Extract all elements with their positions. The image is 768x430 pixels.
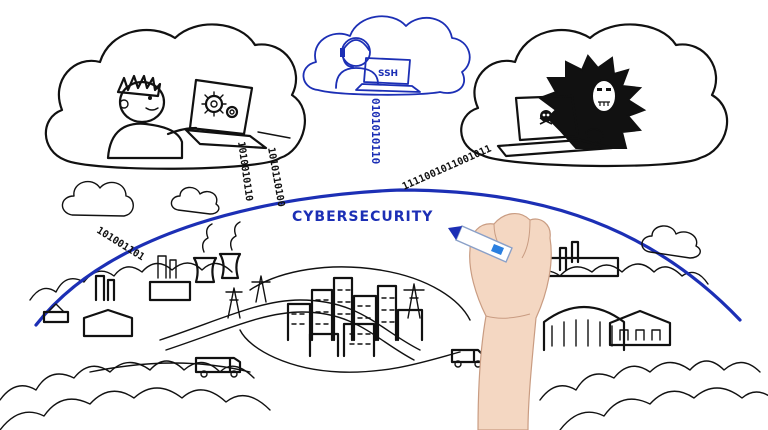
skull-icon — [539, 110, 553, 125]
cloud-small-left — [61, 180, 134, 217]
cybersecurity-dome — [34, 188, 742, 327]
drawing-hand — [448, 213, 552, 430]
binary-stream-left-outer: 1010010110 — [235, 141, 254, 202]
cloud-right — [460, 23, 729, 168]
svg-text:1111001011001011: 1111001011001011 — [401, 144, 493, 193]
city-landscape — [42, 221, 672, 378]
binary-stream-right: 1111001011001011 — [401, 144, 493, 193]
cloud-small-mid — [170, 186, 220, 215]
mohawk-hacker — [106, 74, 291, 160]
cloud-center — [302, 15, 471, 96]
cloud-small-right — [641, 225, 701, 259]
svg-text:1010010110: 1010010110 — [235, 141, 254, 202]
hooded-hacker — [496, 54, 647, 158]
gear-icon — [201, 91, 239, 119]
svg-text:0101010110: 0101010110 — [369, 98, 382, 164]
treeline — [0, 262, 768, 430]
laptop-screen-label: SSH — [378, 69, 398, 79]
dome-label: CYBERSECURITY — [292, 209, 433, 225]
cloud-left — [44, 23, 307, 170]
binary-stream-center: 0101010110 — [369, 98, 382, 164]
headset-admin: SSH — [335, 37, 421, 93]
